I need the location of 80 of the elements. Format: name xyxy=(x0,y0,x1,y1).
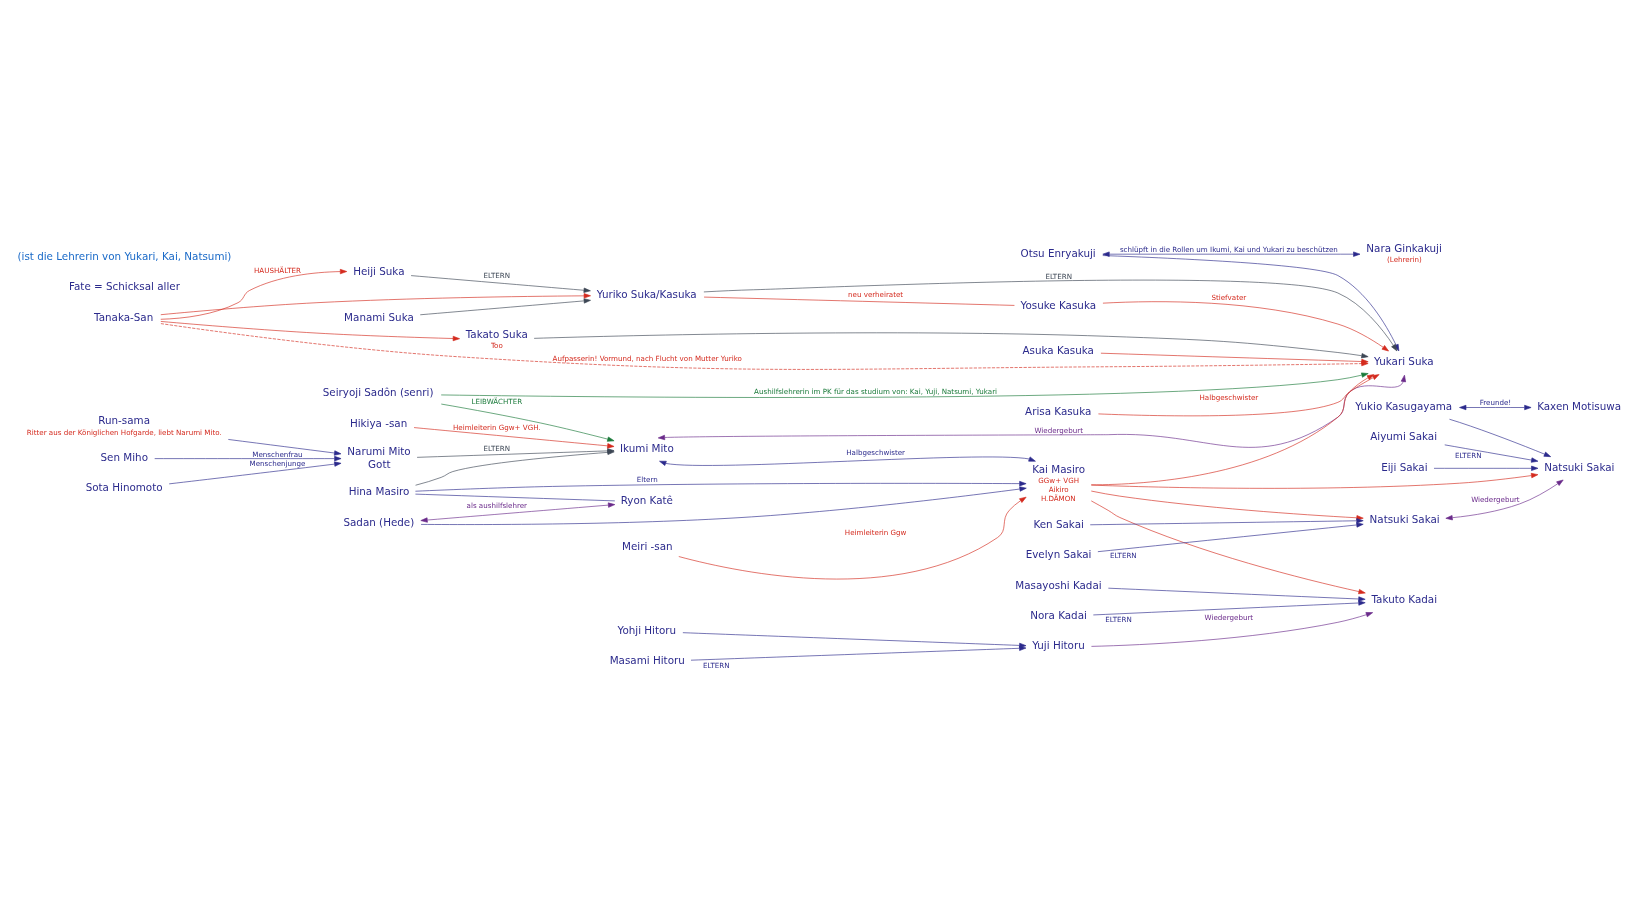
node-text: Natsuki Sakai xyxy=(1544,460,1615,473)
node-text: Masami Hitoru xyxy=(609,653,685,666)
node-text: Sen Miho xyxy=(100,450,149,463)
arrow xyxy=(168,461,342,484)
arrow xyxy=(1445,479,1564,520)
arrow xyxy=(1093,599,1366,615)
label: (ist die Lehrerin von Yukari, Kai, Natsumi) xyxy=(17,249,232,262)
node-text: Narumi Mito Gott xyxy=(347,444,411,470)
arrow xyxy=(1091,611,1373,647)
arrow xyxy=(415,480,1027,492)
arrow xyxy=(419,297,591,315)
arrow xyxy=(1102,300,1389,351)
node-text: Meiri -san xyxy=(622,539,673,552)
connector xyxy=(703,296,1015,306)
arrow xyxy=(410,274,591,293)
arrow xyxy=(440,372,1369,398)
node-text: Otsu Enryakuji xyxy=(1020,246,1096,259)
arrow xyxy=(1459,404,1532,410)
arrow xyxy=(1090,490,1364,520)
label: Fate = Schicksal aller xyxy=(69,279,180,292)
node-text: Natsuki Sakai xyxy=(1369,512,1440,525)
arrow xyxy=(1090,472,1539,489)
arrow xyxy=(657,374,1406,448)
arrow xyxy=(1433,465,1539,471)
node-text: Yuriko Suka/Kasuka xyxy=(596,287,697,300)
connector xyxy=(415,493,616,501)
node-text: Yukio Kasugayama xyxy=(1355,399,1453,412)
arrow xyxy=(160,320,460,341)
arrow xyxy=(1444,444,1539,463)
node-text: Sota Hinomoto xyxy=(85,480,163,493)
arrow xyxy=(1449,418,1551,457)
arrow xyxy=(160,268,348,320)
node-text: Hina Masiro xyxy=(348,484,410,497)
node-text: Eiji Sakai xyxy=(1381,460,1428,473)
arrow xyxy=(1090,500,1366,594)
arrow xyxy=(420,502,616,523)
node-text: Takato Suka xyxy=(465,327,528,339)
node-text: Yukari Suka xyxy=(1374,354,1434,367)
node-text: Nara Ginkakuji xyxy=(1366,241,1442,254)
node-text: Arisa Kasuka xyxy=(1025,403,1092,416)
node-text: Yohji Hitoru xyxy=(617,623,677,636)
node-text: Kai Masiro xyxy=(1032,462,1086,475)
node-text: Seiryoji Sadôn (senri) xyxy=(322,385,434,398)
node-text: Sadan (Hede) xyxy=(343,515,415,528)
arrow xyxy=(1102,254,1400,351)
arrow xyxy=(1098,373,1380,416)
arrow xyxy=(160,292,591,315)
node-text: Ken Sakai xyxy=(1033,517,1084,530)
node-text: Asuka Kasuka xyxy=(1022,343,1094,356)
arrow xyxy=(1097,521,1364,552)
node-text: Ryon Katê xyxy=(620,493,673,506)
arrow xyxy=(690,645,1027,661)
node-text: Masayoshi Kadai xyxy=(1015,578,1102,591)
arrow xyxy=(1089,517,1364,525)
node-text: Heiji Suka xyxy=(353,264,405,277)
arrow xyxy=(678,496,1027,579)
node-text: Kaxen Motisuwa xyxy=(1537,399,1622,412)
node-text: Aiyumi Sakai xyxy=(1370,429,1438,442)
node-text: Run-sama xyxy=(98,413,150,426)
node-text: Yuji Hitoru xyxy=(1032,638,1085,651)
arrow xyxy=(1090,373,1375,485)
arrow xyxy=(413,426,615,448)
arrow xyxy=(420,485,1027,525)
arrow xyxy=(228,438,342,456)
arrow xyxy=(703,279,1398,351)
node-text: Yosuke Kasuka xyxy=(1020,298,1097,311)
node-text: Manami Suka xyxy=(344,310,414,323)
arrow xyxy=(659,456,1036,466)
node-text: Evelyn Sakai xyxy=(1025,547,1092,560)
node-text: Nora Kadai xyxy=(1030,608,1087,621)
node-text: Hikiya -san xyxy=(349,416,408,429)
node-text: Ikumi Mito xyxy=(620,441,674,454)
node-text: Takuto Kadai xyxy=(1371,592,1438,605)
arrow xyxy=(1108,587,1366,602)
arrow xyxy=(440,403,615,442)
arrow xyxy=(682,631,1027,648)
arrow xyxy=(1102,251,1361,257)
arrow xyxy=(533,331,1369,358)
node-text: Tanaka-San xyxy=(94,310,154,323)
arrow xyxy=(154,455,342,461)
